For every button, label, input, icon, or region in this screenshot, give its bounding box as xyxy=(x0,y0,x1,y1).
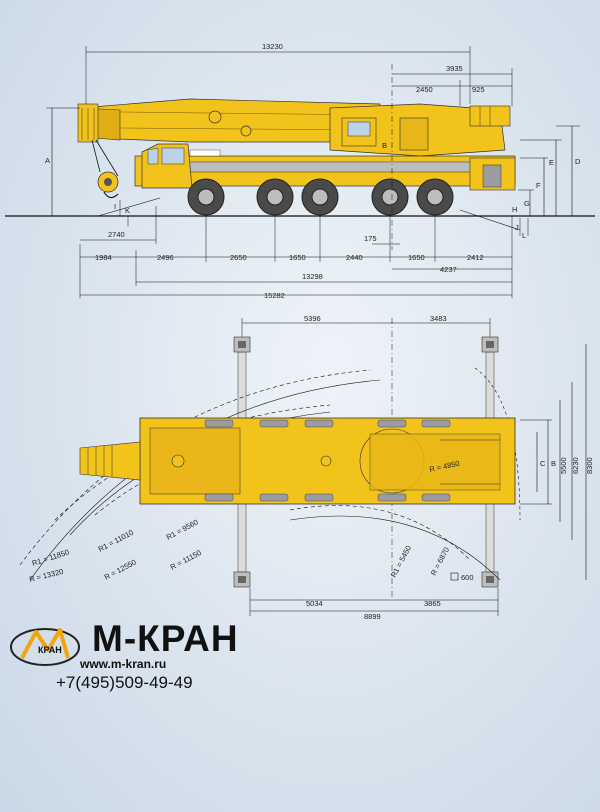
dim-2412: 2412 xyxy=(467,253,484,262)
dim-8899: 8899 xyxy=(364,612,381,621)
dim-2740: 2740 xyxy=(108,230,125,239)
side-view: 13230 3935 2450 925 A D E F G H J L I K xyxy=(5,42,595,300)
dim-2496: 2496 xyxy=(157,253,174,262)
dim-4237: 4237 xyxy=(440,265,457,274)
hook-block xyxy=(91,139,119,199)
letter-L: L xyxy=(522,231,526,240)
wheel xyxy=(256,178,294,216)
outrigger-pad xyxy=(481,336,499,353)
m-kran-logo: КРАН xyxy=(10,628,80,666)
letter-B-plan: B xyxy=(551,459,556,468)
wheel xyxy=(371,178,409,216)
dim-175: 175 xyxy=(364,234,377,243)
outrigger-pad xyxy=(481,571,499,588)
dim-5034: 5034 xyxy=(306,599,323,608)
wheel xyxy=(301,178,339,216)
letter-A: A xyxy=(45,156,50,165)
radius-r1-9560: R1 = 9560 xyxy=(165,517,200,541)
outrigger-pad xyxy=(233,571,251,588)
radius-r-6870: R = 6870 xyxy=(429,546,451,577)
radius-r1-11850: R1 = 11850 xyxy=(31,547,70,567)
letter-H: H xyxy=(512,205,517,214)
dim-925: 925 xyxy=(472,85,485,94)
dim-8300: 8300 xyxy=(585,457,594,474)
brand-name: М-КРАН xyxy=(92,618,239,659)
svg-text:КРАН: КРАН xyxy=(38,645,62,655)
dim-3865: 3865 xyxy=(424,599,441,608)
outriggers xyxy=(233,336,499,588)
wheel xyxy=(416,178,454,216)
radius-r1-5450: R1 = 5450 xyxy=(389,544,413,579)
radius-r-13320: R = 13320 xyxy=(28,567,64,584)
radius-r-11150: R = 11150 xyxy=(169,548,203,572)
dim-6230: 6230 xyxy=(571,457,580,474)
dim-1984: 1984 xyxy=(95,253,112,262)
letter-F: F xyxy=(536,181,541,190)
dim-600: 600 xyxy=(461,573,474,582)
letter-G: G xyxy=(524,199,530,208)
dim-5396: 5396 xyxy=(304,314,321,323)
dim-3483: 3483 xyxy=(430,314,447,323)
letter-E: E xyxy=(549,158,554,167)
side-boom xyxy=(77,98,381,143)
plan-view: 5396 3483 xyxy=(19,314,594,621)
dim-13298: 13298 xyxy=(302,272,323,281)
outrigger-pad xyxy=(233,336,251,353)
dim-15282: 15282 xyxy=(264,291,285,300)
radius-r-12550: R = 12550 xyxy=(103,557,138,581)
wheel xyxy=(187,178,225,216)
letter-D: D xyxy=(575,157,581,166)
dim-2440: 2440 xyxy=(346,253,363,262)
dim-2450: 2450 xyxy=(416,85,433,94)
letter-K: K xyxy=(125,206,130,215)
dim-1650b: 1650 xyxy=(408,253,425,262)
letter-B-side: B xyxy=(382,141,387,150)
superstructure xyxy=(329,103,511,157)
dim-3935: 3935 xyxy=(446,64,463,73)
brand-phone[interactable]: +7(495)509-49-49 xyxy=(56,673,193,692)
brand-url[interactable]: www.m-kran.ru xyxy=(80,657,167,671)
dim-1650a: 1650 xyxy=(289,253,306,262)
side-wheels xyxy=(187,178,454,216)
dim-13230: 13230 xyxy=(262,42,283,51)
dim-5500: 5500 xyxy=(559,457,568,474)
letter-I: I xyxy=(114,202,116,211)
letter-C-plan: C xyxy=(540,459,546,468)
letter-J: J xyxy=(515,223,519,232)
dim-2650: 2650 xyxy=(230,253,247,262)
radius-r1-11010: R1 = 11010 xyxy=(97,528,135,554)
plan-carrier xyxy=(79,417,516,505)
